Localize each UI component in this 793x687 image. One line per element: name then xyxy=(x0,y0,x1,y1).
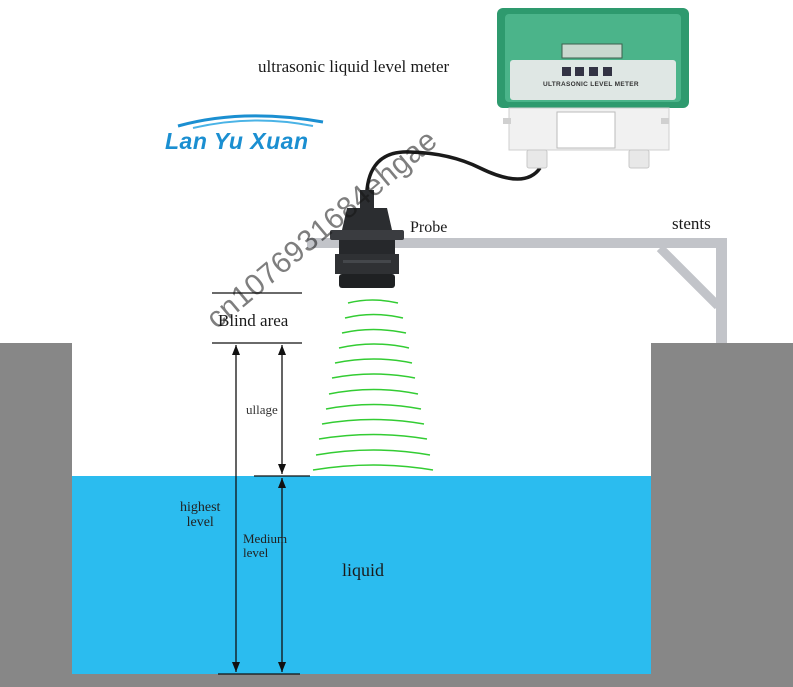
stents-label: stents xyxy=(672,214,711,233)
stent-beam xyxy=(307,238,727,248)
dimension-arrowheads xyxy=(232,345,286,672)
stent-post xyxy=(716,238,727,343)
meter-panel-text: ULTRASONIC LEVEL METER xyxy=(543,81,639,88)
blind-area-label: Blind area xyxy=(218,311,289,330)
liquid-label: liquid xyxy=(342,560,385,580)
ullage-label: ullage xyxy=(246,402,278,417)
logo-text: Lan Yu Xuan xyxy=(165,128,309,154)
highest-level-label: highest level xyxy=(180,500,221,531)
dimension-lines xyxy=(212,292,310,675)
probe-sensor xyxy=(330,190,404,288)
logo-swoosh-icon xyxy=(177,114,324,129)
meter-title-label: ultrasonic liquid level meter xyxy=(258,57,450,76)
ultrasonic-waves xyxy=(312,299,434,471)
tank-right-wall xyxy=(651,343,793,687)
level-meter-box xyxy=(497,8,689,169)
probe-cable xyxy=(364,150,542,211)
stent-brace xyxy=(656,244,722,310)
brand-logo: Lan Yu Xuan xyxy=(163,112,324,162)
probe-label: Probe xyxy=(410,219,448,236)
tank-left-wall xyxy=(0,343,72,687)
liquid-body xyxy=(72,476,651,674)
medium-level-label: Medium level xyxy=(243,531,288,561)
tank-bottom xyxy=(0,674,793,687)
